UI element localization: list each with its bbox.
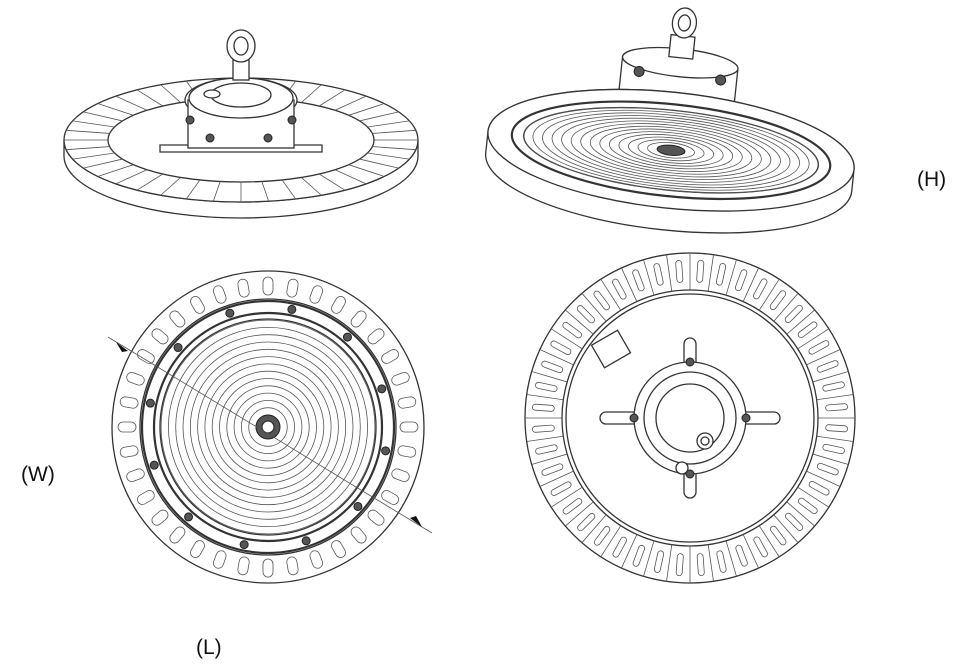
diameter-line — [107, 336, 433, 534]
arrow-head — [116, 342, 128, 352]
rim-slots — [117, 276, 419, 578]
width-label: (W) — [21, 463, 55, 486]
eye-hook — [226, 29, 256, 81]
back-plan-view — [524, 252, 856, 584]
height-label: (H) — [917, 168, 947, 191]
length-label: (L) — [196, 636, 222, 659]
driver-housing — [159, 77, 323, 153]
arrow-head — [410, 516, 422, 527]
frame-screws — [145, 304, 391, 550]
top-perspective-view — [63, 29, 419, 219]
led-rings — [160, 319, 376, 535]
front-plan-view — [107, 270, 433, 584]
cooling-fins — [64, 78, 418, 202]
label-plate — [590, 329, 632, 369]
bottom-perspective-view — [485, 7, 855, 234]
cooling-fins — [525, 253, 855, 583]
led-rings — [522, 107, 820, 194]
